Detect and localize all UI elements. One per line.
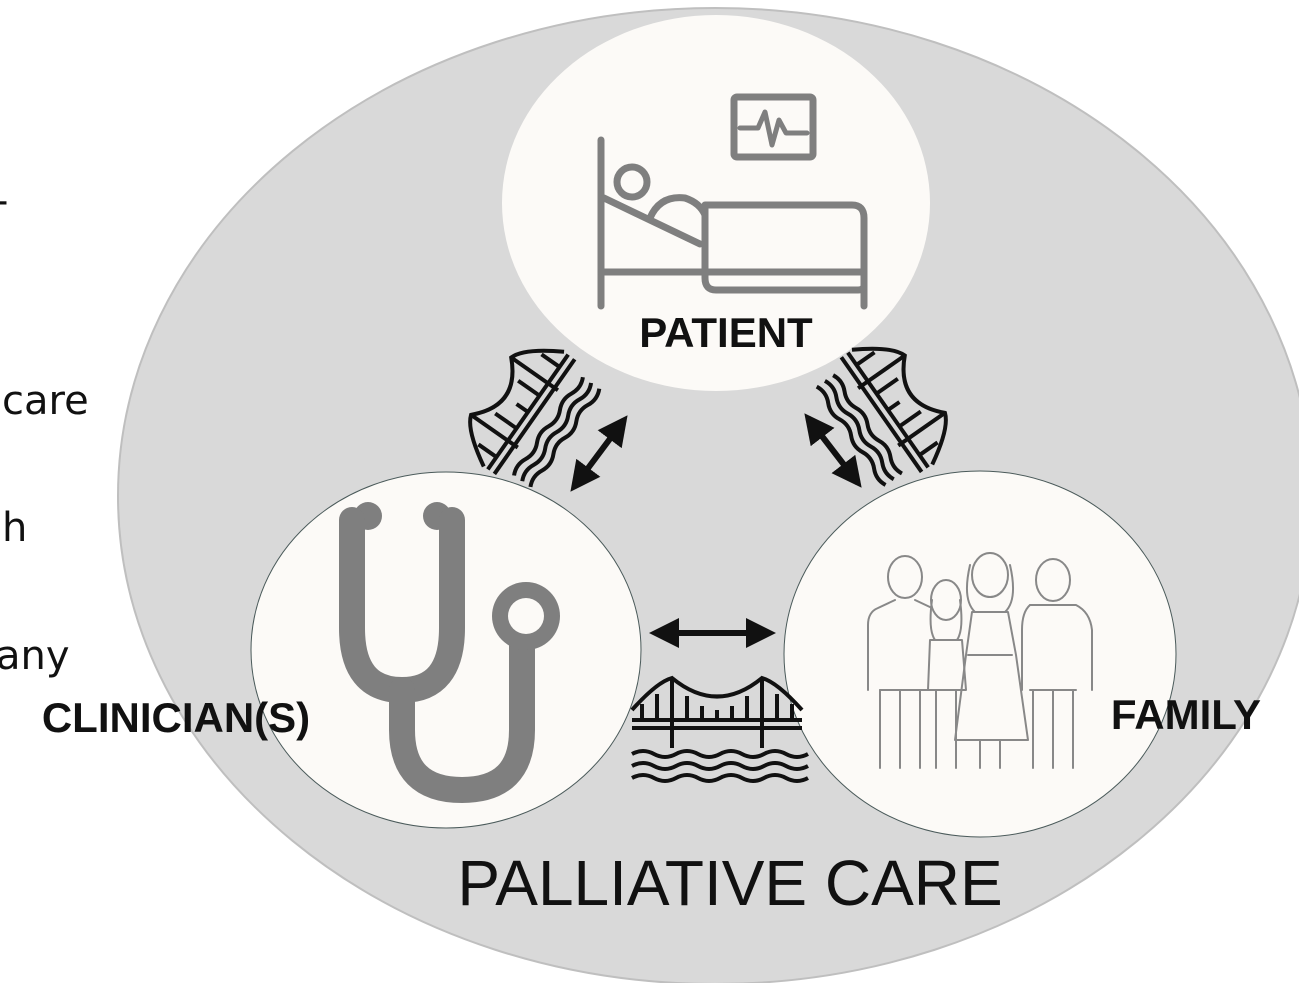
partial-text-any: any <box>0 633 70 679</box>
partial-text-h: h <box>2 505 28 551</box>
bridge-icon <box>630 675 809 783</box>
clinicians-node <box>250 471 642 829</box>
diagram-title: PALLIATIVE CARE <box>457 847 1002 919</box>
bridge-icon <box>468 348 602 488</box>
clinicians-label: CLINICIAN(S) <box>42 694 310 741</box>
bridge-icon <box>815 346 948 487</box>
patient-node: PATIENT <box>502 15 930 391</box>
stethoscope-icon <box>339 502 560 804</box>
family-label: FAMILY <box>1111 691 1261 738</box>
hospital-bed-icon <box>597 93 868 310</box>
family-node <box>783 470 1177 838</box>
partial-text-dash: - <box>0 178 8 224</box>
partial-text-care: care <box>2 378 89 424</box>
patient-family-arrow <box>804 413 862 488</box>
patient-label: PATIENT <box>639 309 813 356</box>
family-icon <box>867 552 1093 769</box>
patient-clinician-arrow <box>570 415 628 492</box>
